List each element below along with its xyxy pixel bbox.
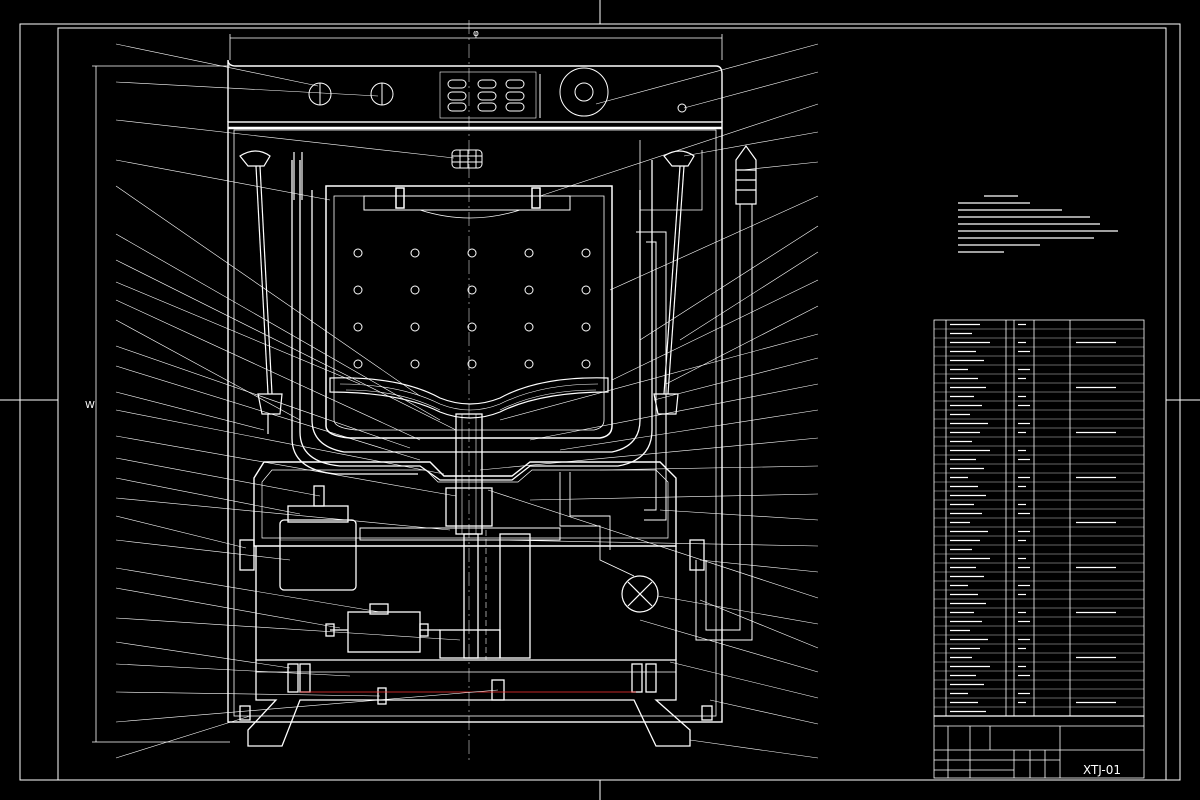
outer-tub xyxy=(291,160,653,481)
height-dimension-label: W xyxy=(85,400,95,411)
leader-lines-left xyxy=(115,43,499,759)
parts-list-rows xyxy=(934,328,1144,708)
cabinet-housing xyxy=(227,59,723,723)
pulsator xyxy=(329,377,609,419)
parts-list-text-marks xyxy=(950,323,1116,713)
base-frame xyxy=(239,539,713,747)
spin-basket xyxy=(325,185,613,439)
width-dimension-label: φ xyxy=(473,29,479,39)
hoses xyxy=(293,140,757,641)
drain-valve xyxy=(559,472,659,613)
indicator-lamp-icon xyxy=(677,103,687,113)
technical-notes xyxy=(958,195,1118,253)
suspension-rods xyxy=(239,150,695,434)
basket-perforations xyxy=(353,248,591,369)
drawing-code: XTJ-01 xyxy=(1083,763,1121,777)
motor xyxy=(279,485,357,591)
gear-reducer xyxy=(325,603,440,653)
title-block xyxy=(933,715,1145,779)
leader-lines-right xyxy=(479,43,819,759)
overall-dimensions xyxy=(92,34,723,743)
control-panel xyxy=(308,67,687,119)
timer-dial-icon xyxy=(559,67,609,117)
lint-filter xyxy=(451,149,483,169)
motor-deck xyxy=(253,461,677,660)
